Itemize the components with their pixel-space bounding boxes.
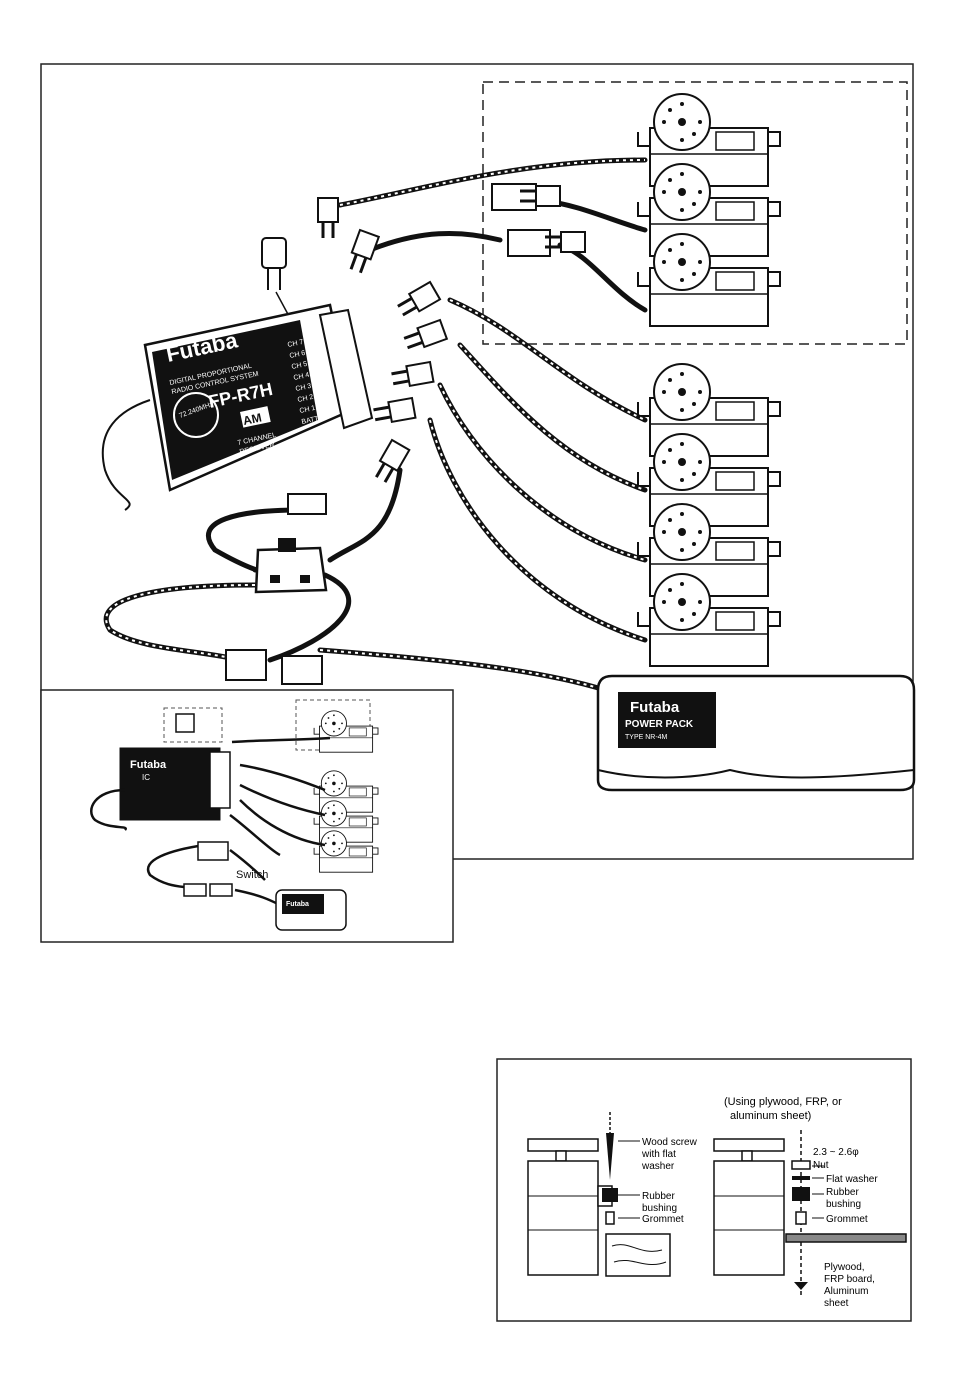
right-rubber-1: Rubber: [826, 1187, 859, 1198]
mounting-left: Wood screw with flat washer Rubber bushi…: [527, 1112, 698, 1277]
inset-switch-label: Switch: [236, 869, 268, 881]
inset-power-pack: Futaba: [275, 889, 347, 931]
channel-label-2: CH 6: [289, 350, 306, 360]
receiver-band: AM: [242, 410, 263, 428]
inset-frame: [40, 689, 454, 943]
right-size: 2.3 ~ 2.6φ: [813, 1147, 859, 1158]
servo-1: [637, 93, 781, 187]
power-pack: Futaba POWER PACK TYPE NR-4M: [596, 674, 916, 792]
receiver-made: MADE IN JAPAN: [243, 457, 289, 472]
right-board-4: sheet: [824, 1298, 849, 1309]
power-pack-type: TYPE NR-4M: [625, 734, 668, 741]
inset-switch: [197, 841, 229, 861]
board-plate: [785, 1233, 907, 1243]
switch-harness: [225, 493, 328, 685]
left-rubber-2: bushing: [642, 1203, 677, 1214]
receiver-band-box: [240, 406, 271, 428]
left-wood-screw-1: Wood screw: [642, 1137, 698, 1148]
mounting-title-1: (Using plywood, FRP, or: [724, 1096, 842, 1108]
mounting-title-2: aluminum sheet): [730, 1110, 811, 1122]
main-wiring-diagram: Futaba DIGITAL PROPORTIONAL RADIO CONTRO…: [40, 63, 916, 860]
servo-4: [637, 363, 781, 457]
freq-seal: [173, 392, 219, 438]
inset-receiver-brand: Futaba: [130, 759, 167, 771]
power-pack-brand: Futaba: [630, 699, 680, 716]
plug-ch7: [316, 196, 340, 240]
inset-receiver: Futaba IC: [119, 747, 231, 821]
left-grommet: Grommet: [642, 1214, 684, 1225]
plug-ch1: [370, 438, 411, 487]
plug-ch3: [389, 360, 435, 391]
optional-servo-area: [482, 81, 908, 345]
channel-label-3: CH 5: [291, 361, 308, 371]
right-grommet: Grommet: [826, 1214, 868, 1225]
plug-ch5: [393, 280, 442, 321]
mounting-right: 2.3 ~ 2.6φ Nut Flat washer Rubber bushin…: [713, 1130, 907, 1309]
receiver-sockets: [318, 308, 374, 430]
channel-label-7: CH 1: [299, 405, 316, 415]
right-rubber-2: bushing: [826, 1199, 861, 1210]
channel-label-5: CH 3: [295, 383, 312, 393]
plug-ch4: [400, 318, 449, 354]
right-nut: Nut: [813, 1160, 829, 1171]
right-board-2: FRP board,: [824, 1274, 875, 1285]
inset-wires: [90, 736, 331, 907]
channel-labels: CH 7 CH 6 CH 5 CH 4 CH 3 CH 2 CH 1 BATT: [287, 339, 320, 426]
left-wood-screw-3: washer: [641, 1161, 675, 1172]
channel-label-6: CH 2: [297, 394, 314, 404]
channel-label-8: BATT: [301, 415, 320, 426]
main-frame: [40, 63, 914, 860]
servo-wires-twist: [105, 159, 646, 691]
left-wood-screw-2: with flat: [641, 1149, 676, 1160]
channel-label-1: CH 7: [287, 339, 304, 349]
plug-ch6: [344, 228, 381, 276]
extension-connector-1: [491, 183, 562, 211]
right-board-1: Plywood,: [824, 1262, 865, 1273]
right-board-3: Aluminum: [824, 1286, 868, 1297]
right-flat-washer: Flat washer: [826, 1174, 878, 1185]
channel-label-4: CH 4: [293, 372, 310, 382]
mounting-detail: (Using plywood, FRP, or aluminum sheet) …: [496, 1058, 912, 1322]
inset-diagram: Futaba IC Switch Futaba: [40, 689, 454, 943]
receiver: Futaba DIGITAL PROPORTIONAL RADIO CONTRO…: [101, 303, 374, 511]
left-rubber-1: Rubber: [642, 1191, 675, 1202]
inset-pack-brand: Futaba: [286, 901, 309, 908]
power-pack-title: POWER PACK: [625, 719, 694, 730]
wood-block: [605, 1233, 671, 1277]
crystal: [261, 237, 291, 319]
plug-ch2: [371, 396, 417, 427]
extension-connector-2: [507, 229, 587, 257]
inset-receiver-sub: IC: [142, 773, 150, 782]
